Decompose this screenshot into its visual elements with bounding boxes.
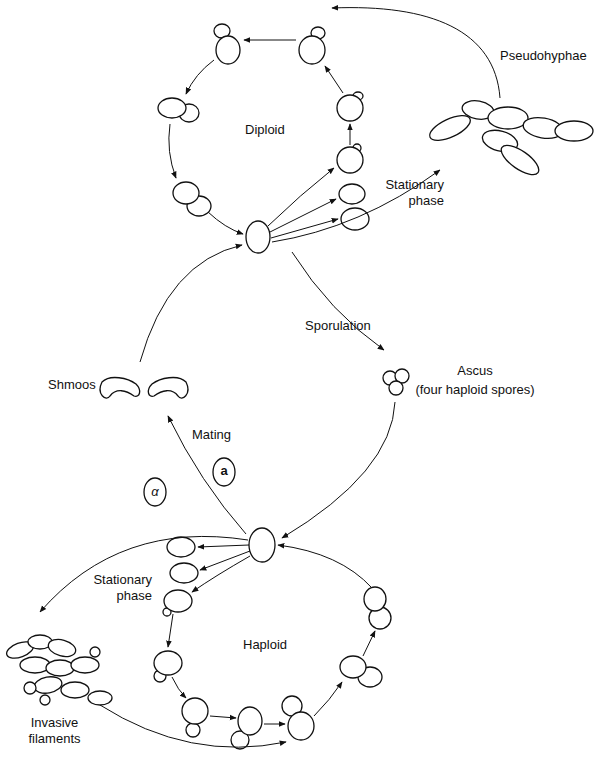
circle-shape	[90, 647, 100, 657]
ellipse-shape	[339, 184, 365, 204]
ellipse-shape	[249, 528, 275, 562]
pseudohyphae-node: Pseudohyphae	[425, 40, 597, 180]
path-shape	[325, 66, 343, 93]
ellipse-shape	[144, 478, 166, 506]
stage-label: Stationary phase	[80, 572, 152, 604]
path-shape	[100, 378, 139, 399]
ellipse-shape	[340, 656, 366, 678]
ellipse-shape	[216, 36, 240, 64]
path-shape	[172, 677, 186, 698]
ellipse-shape	[182, 698, 208, 724]
a-mating-type: a	[212, 463, 236, 479]
ellipse-shape	[299, 36, 325, 64]
ellipse-shape	[33, 675, 63, 696]
ellipse-shape	[238, 707, 262, 735]
ellipse-shape	[213, 458, 235, 486]
process-label: Mating	[192, 427, 252, 443]
path-shape	[148, 378, 187, 399]
circle-shape	[389, 381, 403, 395]
path-shape	[268, 168, 334, 226]
path-shape	[198, 545, 249, 547]
ellipse-shape	[170, 563, 198, 583]
phase-title: Diploid	[245, 122, 305, 138]
ellipse-shape	[288, 712, 314, 740]
process-label: Sporulation	[305, 318, 395, 334]
ellipse-shape	[46, 637, 77, 660]
circle-shape	[186, 723, 200, 737]
path-shape	[208, 212, 243, 234]
ascus-description: (four haploid spores)	[400, 382, 550, 398]
ellipse-shape	[46, 660, 74, 676]
ellipse-shape	[497, 140, 543, 180]
path-shape	[278, 545, 372, 588]
path-shape	[169, 124, 176, 178]
path-shape	[363, 631, 375, 656]
ellipse-shape	[164, 590, 192, 612]
ellipse-shape	[426, 111, 473, 146]
path-shape	[264, 724, 285, 725]
path-shape	[100, 705, 286, 747]
ellipse-shape	[341, 208, 369, 230]
ellipse-shape	[154, 651, 182, 675]
ellipse-shape	[488, 107, 528, 129]
path-shape	[292, 252, 384, 350]
path-shape	[168, 614, 173, 647]
ellipse-shape	[20, 657, 50, 673]
shmoos-label: Shmoos	[48, 377, 100, 393]
shmoos-node: Shmoos	[45, 372, 195, 406]
ellipse-shape	[88, 691, 112, 705]
path-shape	[350, 124, 351, 145]
pseudohyphae-label: Pseudohyphae	[500, 48, 595, 64]
invasive-filaments-label: Invasive filaments	[12, 715, 97, 747]
phase-title: Haploid	[243, 637, 303, 653]
cycle-arrows	[40, 8, 500, 748]
path-shape	[192, 556, 250, 592]
ascus-node: Ascus (four haploid spores)	[378, 360, 558, 404]
ellipse-shape	[173, 182, 199, 204]
path-shape	[270, 199, 336, 232]
stage-label: Stationary phase	[372, 177, 444, 209]
path-shape	[244, 40, 296, 41]
alpha-cell: α	[143, 477, 167, 507]
a-cell: a	[212, 457, 236, 487]
ellipse-shape	[158, 98, 186, 118]
ellipse-shape	[167, 537, 195, 557]
path-shape	[332, 8, 500, 98]
invasive-filaments-node: Invasive filaments	[0, 615, 118, 755]
ellipse-shape	[364, 587, 386, 611]
alpha-mating-type: α	[143, 484, 167, 500]
ellipse-shape	[555, 121, 593, 141]
haploid-cells	[154, 528, 391, 749]
ellipse-shape	[337, 95, 363, 121]
path-shape	[314, 682, 342, 716]
diploid-cells	[158, 24, 369, 253]
ellipse-shape	[246, 221, 270, 253]
path-shape	[210, 716, 236, 718]
ellipse-shape	[61, 682, 89, 698]
path-shape	[282, 402, 395, 538]
circle-shape	[40, 695, 50, 705]
ellipse-shape	[71, 657, 99, 673]
ellipse-shape	[337, 147, 363, 173]
path-shape	[140, 245, 242, 362]
path-shape	[40, 536, 248, 612]
ascus-label: Ascus	[400, 363, 550, 379]
path-shape	[186, 60, 214, 94]
circle-shape	[24, 682, 36, 694]
